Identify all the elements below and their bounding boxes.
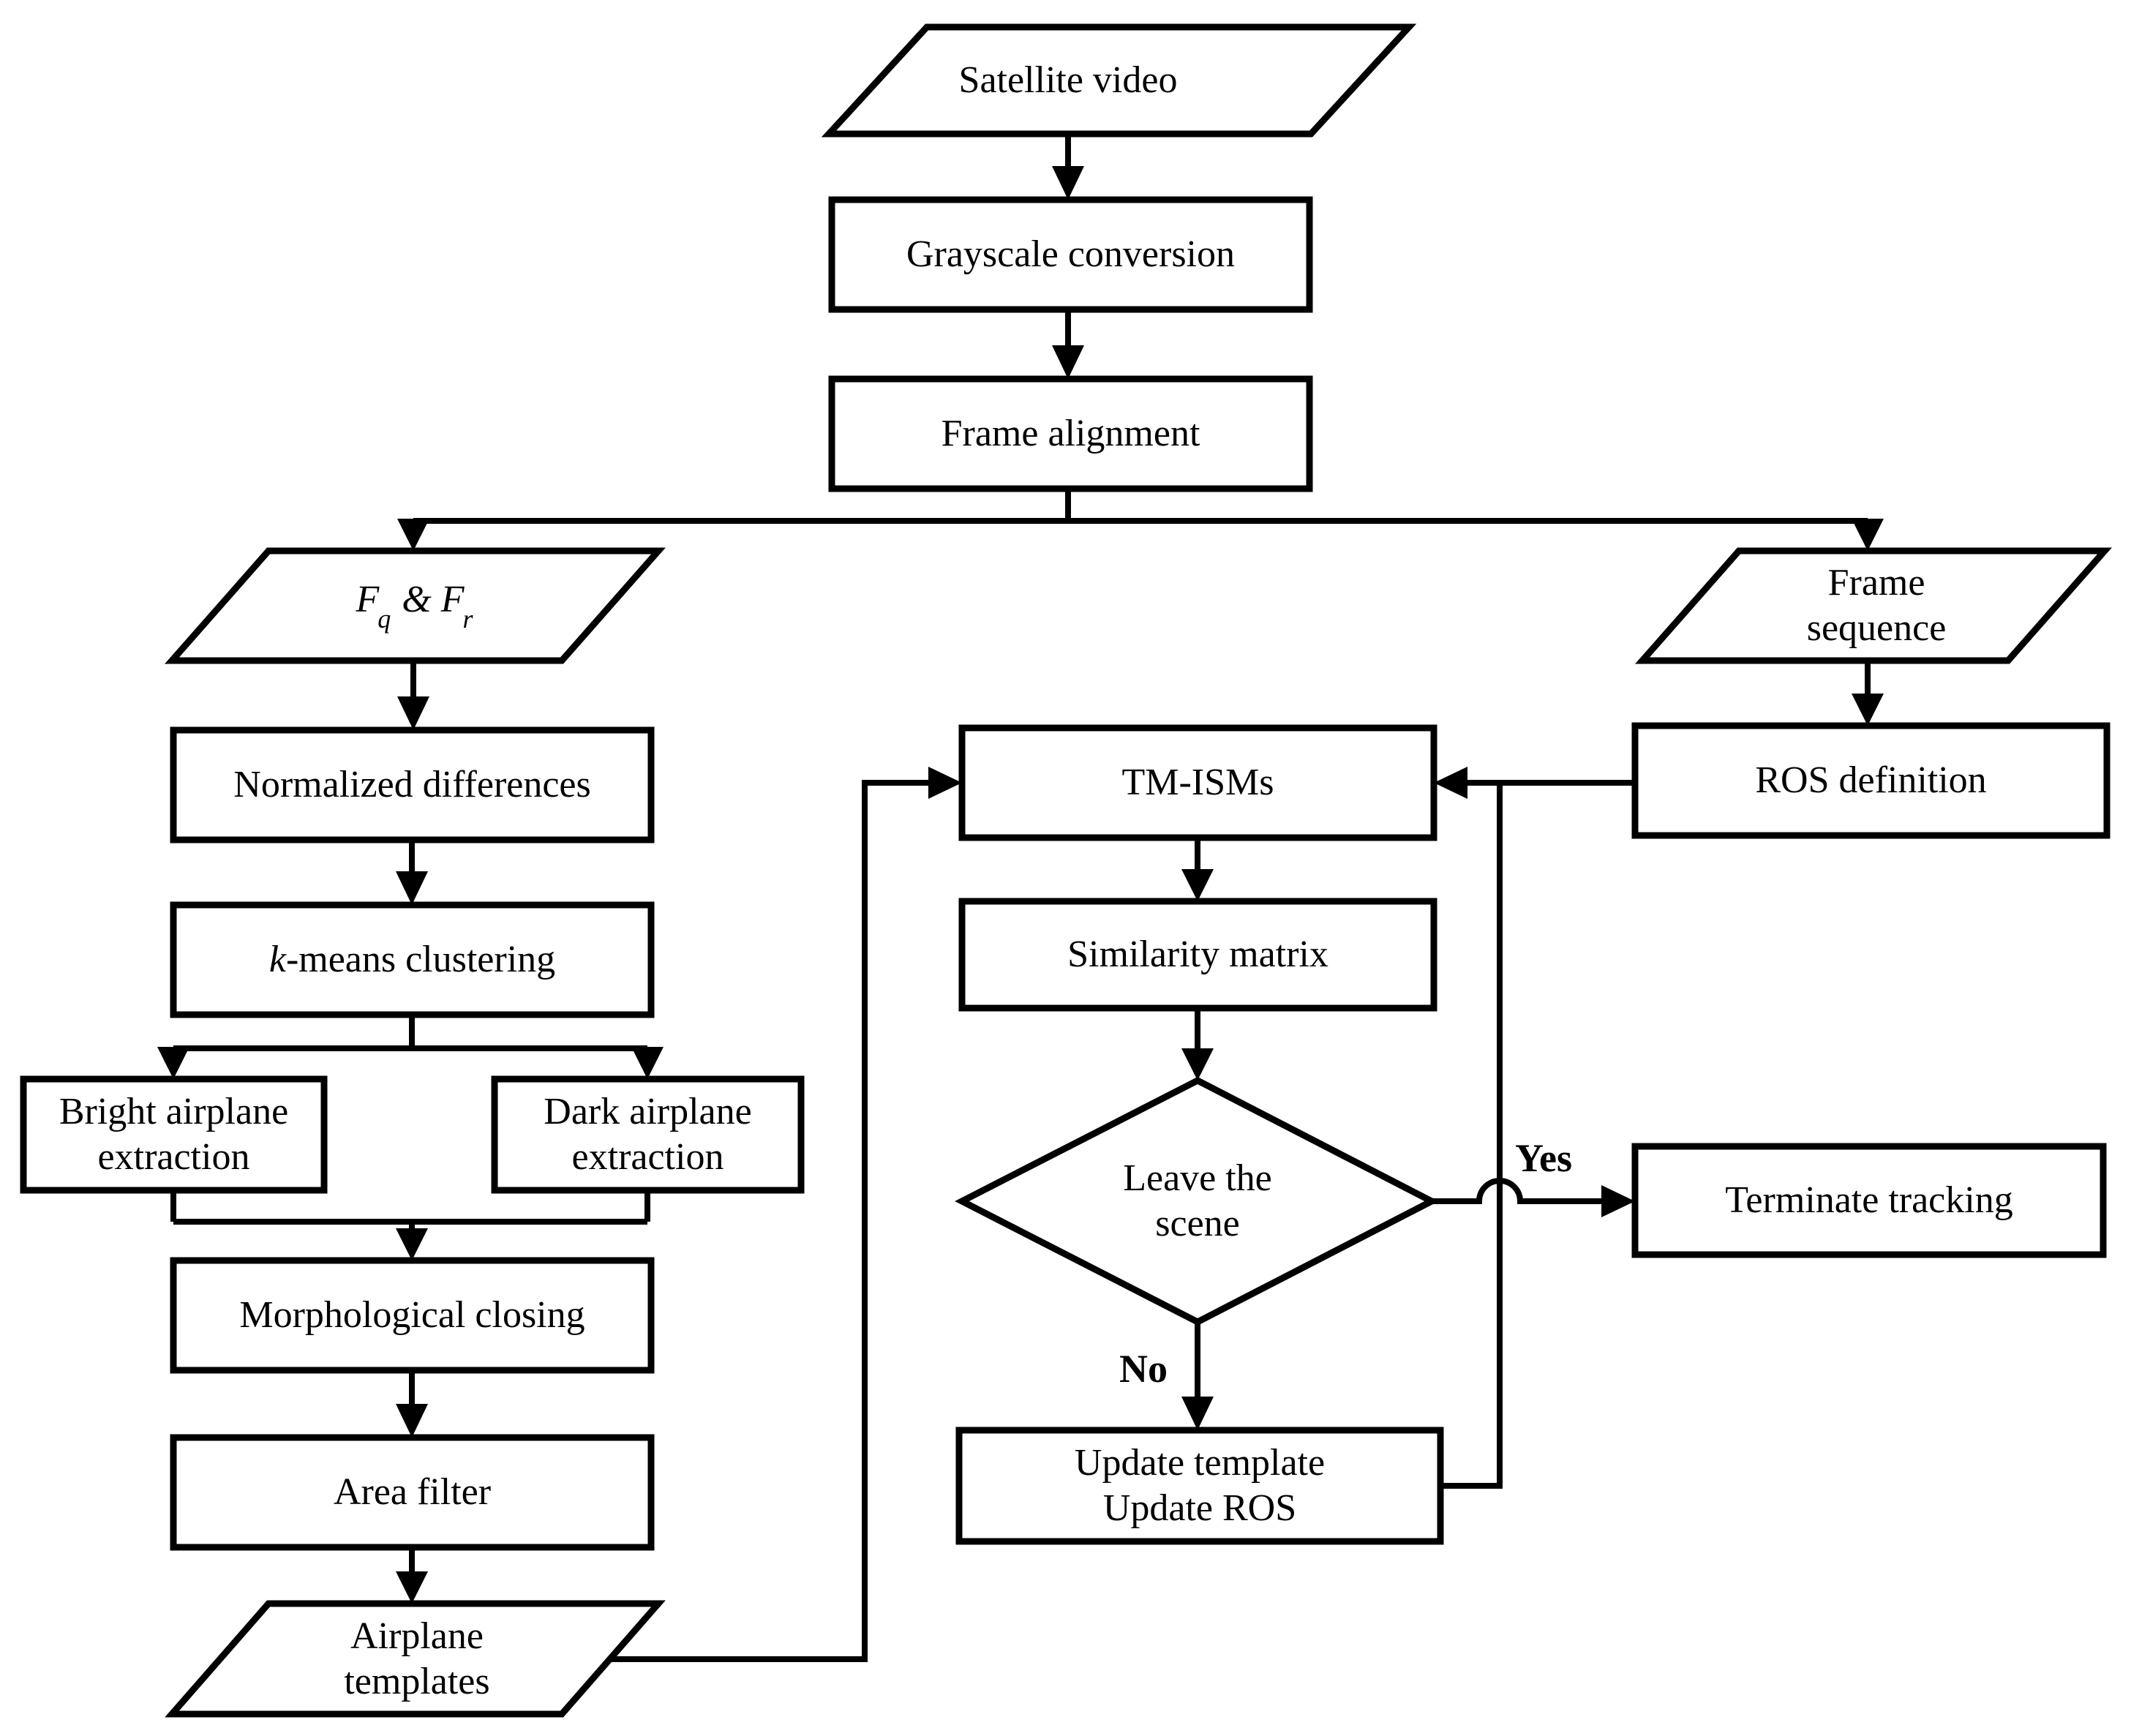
- area-filter-shape: [170, 1434, 655, 1551]
- terminate-tracking-shape: [1631, 1143, 2107, 1258]
- edge-extraction-merge: [170, 1190, 650, 1236]
- fq-fr-shape: [165, 547, 666, 664]
- frame-sequence-shape: [1635, 547, 2112, 664]
- edge-update-feedback-to-tmisms: [1440, 783, 1503, 1489]
- frame-alignment-shape: [828, 375, 1313, 492]
- ros-definition-shape: [1631, 722, 2111, 839]
- dark-airplane-extraction-shape: [491, 1075, 805, 1194]
- morphological-closing-shape: [170, 1257, 655, 1374]
- similarity-matrix-shape: [958, 898, 1437, 1012]
- tm-isms-shape: [958, 724, 1437, 841]
- edge-framealign-split: [410, 489, 1868, 524]
- edge-kmeans-split: [170, 1015, 650, 1053]
- normalized-differences-shape: [170, 726, 655, 843]
- update-template-ros-shape: [955, 1427, 1444, 1545]
- kmeans-clustering-shape: [170, 901, 655, 1018]
- satellite-video-shape: [821, 23, 1417, 138]
- airplane-templates-shape: [165, 1600, 666, 1718]
- leave-the-scene-shape: [955, 1076, 1439, 1326]
- bright-airplane-extraction-shape: [20, 1075, 328, 1194]
- edge-decision-yes-to-terminate: [1432, 1178, 1602, 1204]
- arrowheads: [157, 166, 1884, 1604]
- grayscale-conversion-shape: [828, 196, 1313, 313]
- edge-templates-to-tmisms: [610, 780, 931, 1662]
